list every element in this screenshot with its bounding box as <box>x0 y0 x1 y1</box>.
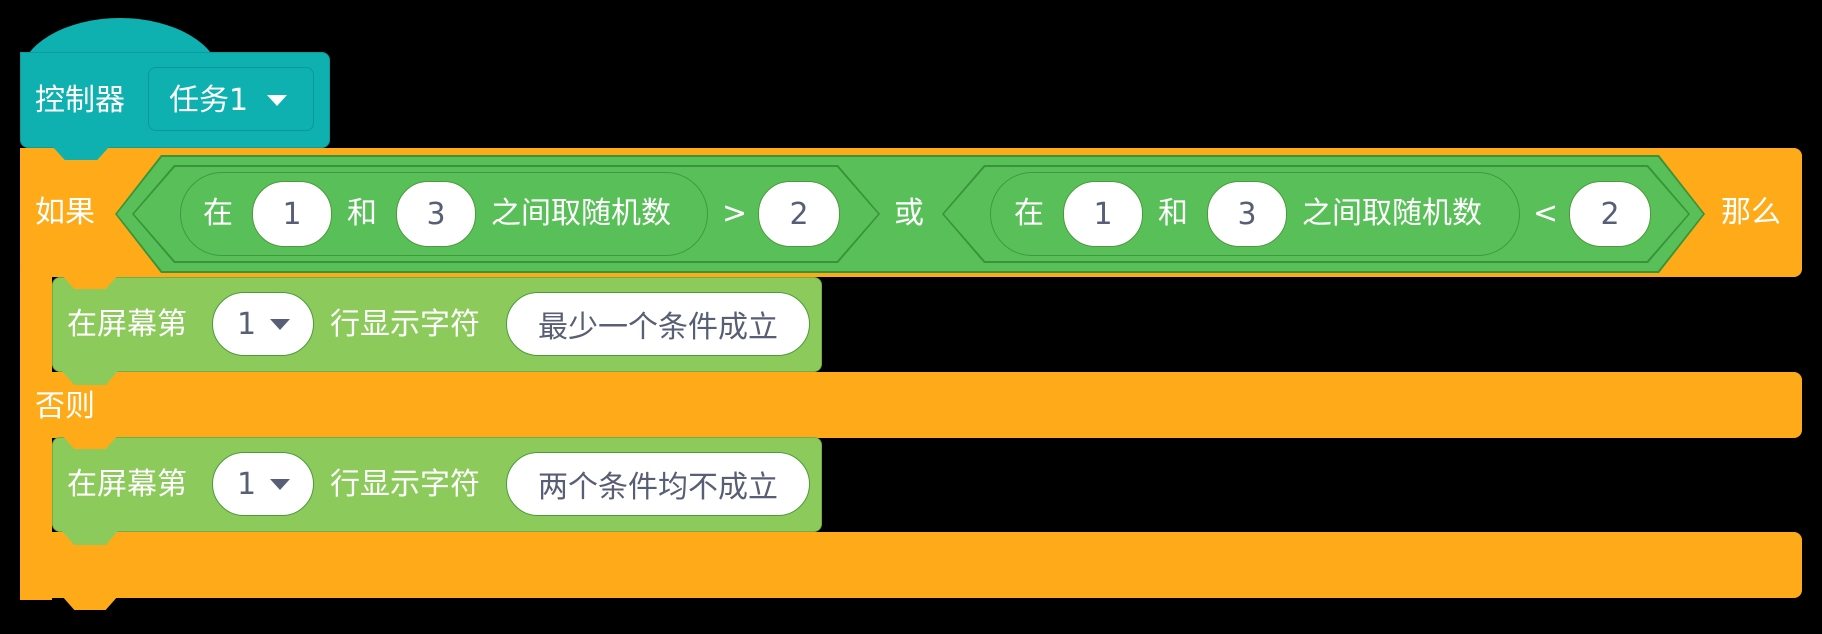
or-label: 或 <box>894 196 924 231</box>
display-prefix: 在屏幕第 <box>67 467 187 502</box>
line-dropdown[interactable]: 1 <box>212 452 314 516</box>
random-prefix: 在 <box>1014 196 1044 231</box>
hat-label: 控制器 <box>35 83 125 118</box>
compare-operator: > <box>722 196 748 231</box>
chevron-down-icon <box>270 318 291 330</box>
random-min-input[interactable]: 1 <box>1063 181 1143 247</box>
task-dropdown[interactable]: 任务1 <box>148 67 314 131</box>
random-suffix: 之间取随机数 <box>491 196 671 231</box>
block-notch <box>62 435 118 449</box>
random-max-input[interactable]: 3 <box>396 181 476 247</box>
block-notch <box>62 275 118 289</box>
random-suffix: 之间取随机数 <box>1302 196 1482 231</box>
else-row <box>20 372 1802 438</box>
display-text-input[interactable]: 两个条件均不成立 <box>506 452 810 516</box>
line-value: 1 <box>237 466 257 502</box>
display-prefix: 在屏幕第 <box>67 307 187 342</box>
bottom-row <box>20 532 1802 598</box>
random-prefix: 在 <box>203 196 233 231</box>
display-text-input[interactable]: 最少一个条件成立 <box>506 292 810 356</box>
block-tab <box>62 531 118 545</box>
else-label: 否则 <box>35 389 95 424</box>
block-tab <box>62 371 118 385</box>
random-min-input[interactable]: 1 <box>252 181 332 247</box>
hat-notch <box>52 146 110 160</box>
line-dropdown[interactable]: 1 <box>212 292 314 356</box>
compare-value-input[interactable]: 2 <box>758 181 840 247</box>
display-middle: 行显示字符 <box>330 467 480 502</box>
and-label: 和 <box>347 196 377 231</box>
compare-operator: < <box>1533 196 1559 231</box>
compare-value-input[interactable]: 2 <box>1569 181 1651 247</box>
random-max-input[interactable]: 3 <box>1207 181 1287 247</box>
chevron-down-icon <box>270 478 291 490</box>
and-label: 和 <box>1158 196 1188 231</box>
task-dropdown-value: 任务1 <box>169 83 249 118</box>
chevron-down-icon <box>267 95 287 106</box>
if-label: 如果 <box>35 195 95 230</box>
bottom-notch <box>62 596 118 610</box>
display-middle: 行显示字符 <box>330 307 480 342</box>
then-label: 那么 <box>1721 195 1781 230</box>
line-value: 1 <box>237 306 257 342</box>
